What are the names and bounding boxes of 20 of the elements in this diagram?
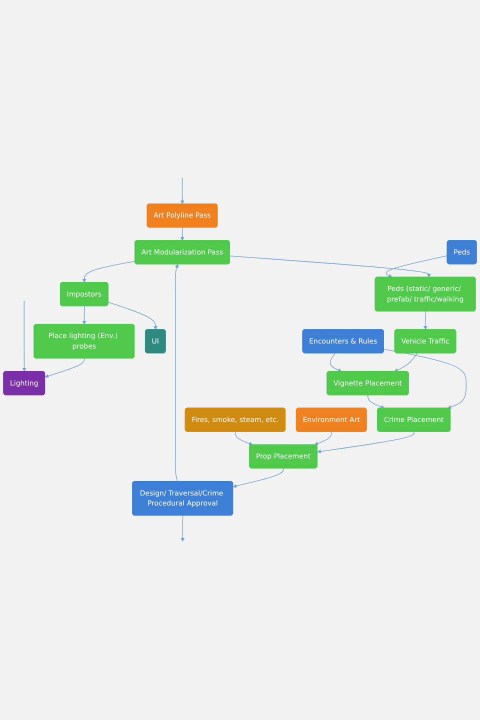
arrow (330, 353, 342, 372)
arrow (174, 264, 178, 482)
arrow (232, 468, 284, 488)
arrow (82, 261, 136, 284)
arrow (368, 395, 385, 410)
arrow (394, 353, 418, 372)
arrow (82, 306, 86, 326)
arrow (180, 516, 185, 542)
arrow (22, 300, 26, 372)
arrow (386, 256, 448, 278)
arrow (384, 349, 466, 410)
arrow (108, 302, 158, 330)
arrow (180, 228, 184, 242)
arrow (235, 432, 253, 446)
arrow (317, 432, 414, 454)
arrow (424, 311, 428, 330)
arrow (230, 256, 432, 278)
arrow (44, 358, 85, 378)
arrow (180, 178, 184, 205)
arrow (314, 432, 332, 446)
